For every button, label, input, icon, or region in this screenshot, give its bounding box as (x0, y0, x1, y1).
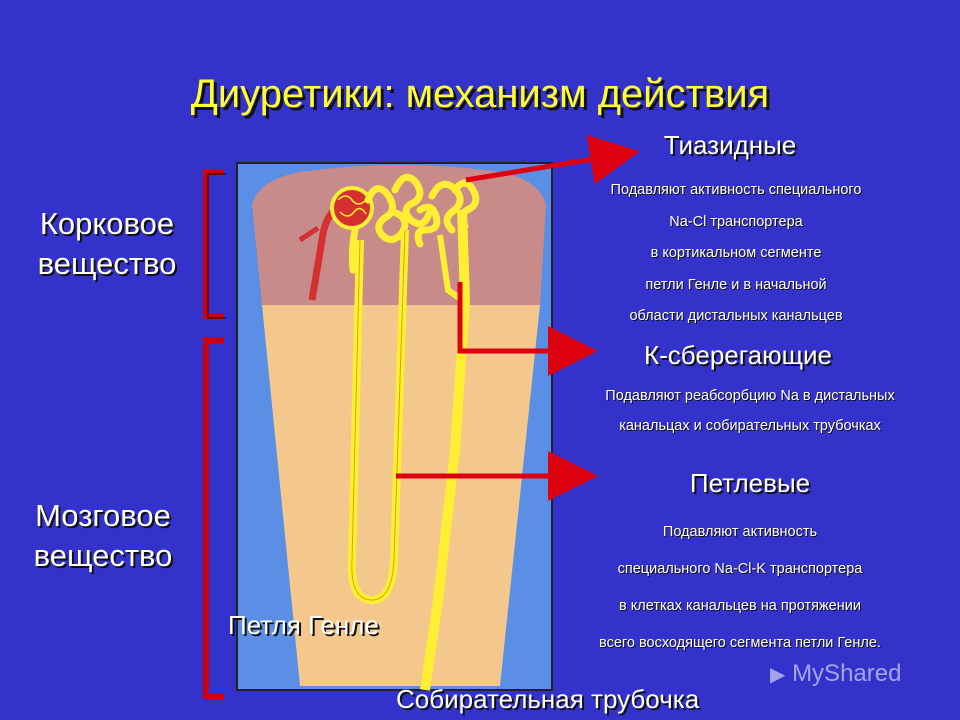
loop-description: Подавляют активность специального Na-Cl-… (599, 524, 881, 651)
collecting-duct (420, 209, 471, 691)
thiazide-arrow (465, 134, 640, 185)
k-sparing-heading: К-сберегающие (643, 340, 833, 370)
play-icon: ▶ (770, 664, 786, 686)
medulla-bracket (203, 337, 224, 699)
thiazide-heading: Тиазидные (663, 130, 797, 160)
loop-heading: Петлевые (689, 468, 811, 498)
k-sparing-arrow (457, 282, 598, 376)
k-sparing-description: Подавляют реабсорбцию Na в дистальных ка… (605, 388, 895, 434)
glomerulus (330, 186, 374, 230)
medulla-label: Мозговое вещество (33, 498, 173, 573)
medulla-region (262, 305, 540, 686)
watermark: ▶ MyShared (770, 660, 902, 687)
thiazide-description: Подавляют активность специального Na-Cl … (610, 182, 862, 324)
cortex-bracket (203, 169, 224, 319)
cortex-label: Корковое вещество (37, 206, 177, 281)
collecting-duct-label: Собирательная трубочка (396, 684, 700, 714)
slide-title: Диуретики: механизм действия (190, 72, 770, 116)
loop-of-henle-label: Петля Генле (228, 610, 379, 640)
convoluted-tubules (348, 173, 480, 274)
